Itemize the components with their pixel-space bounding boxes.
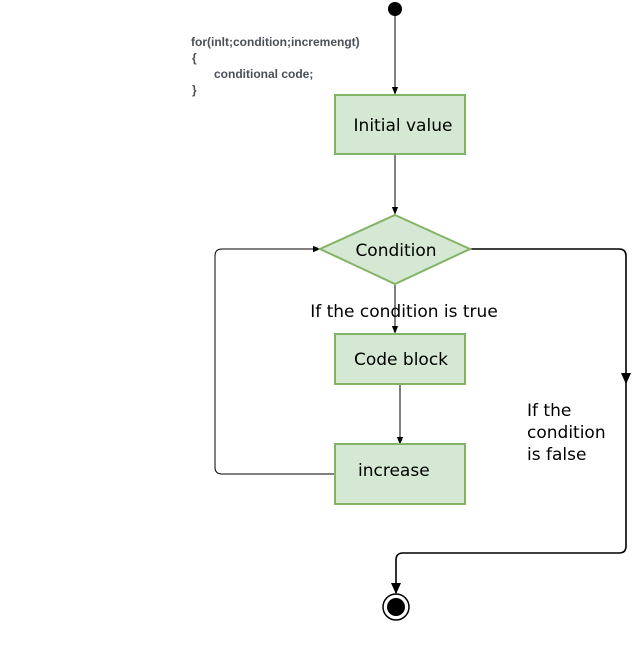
true-branch-label: If the condition is true xyxy=(310,302,498,322)
initial-value-label: Initial value xyxy=(354,116,453,136)
false-branch-label: If the condition is false xyxy=(527,401,606,465)
edge-condition-false-down xyxy=(470,248,632,385)
edge-increase-loop-back xyxy=(214,245,335,475)
code-block-label: Code block xyxy=(354,350,448,370)
code-line-4: } xyxy=(192,83,197,97)
false-label-line-1: If the xyxy=(527,401,571,421)
code-line-1: for(inlt;condition;incremengt) xyxy=(191,35,360,49)
start-node xyxy=(388,2,402,16)
condition-label: Condition xyxy=(355,241,436,261)
code-line-2: { xyxy=(192,51,197,65)
code-line-3: conditional code; xyxy=(214,67,313,81)
edge-false-to-end xyxy=(390,380,627,595)
false-label-line-3: is false xyxy=(527,445,586,465)
increase-label: increase xyxy=(358,461,430,481)
code-snippet: for(inlt;condition;incremengt) { conditi… xyxy=(191,35,360,97)
code-block-node: Code block xyxy=(334,333,466,385)
end-node xyxy=(382,593,410,621)
false-label-line-2: condition xyxy=(527,423,606,443)
increase-node: increase xyxy=(334,443,466,505)
condition-node: Condition xyxy=(317,213,473,286)
initial-value-node: Initial value xyxy=(334,94,466,155)
